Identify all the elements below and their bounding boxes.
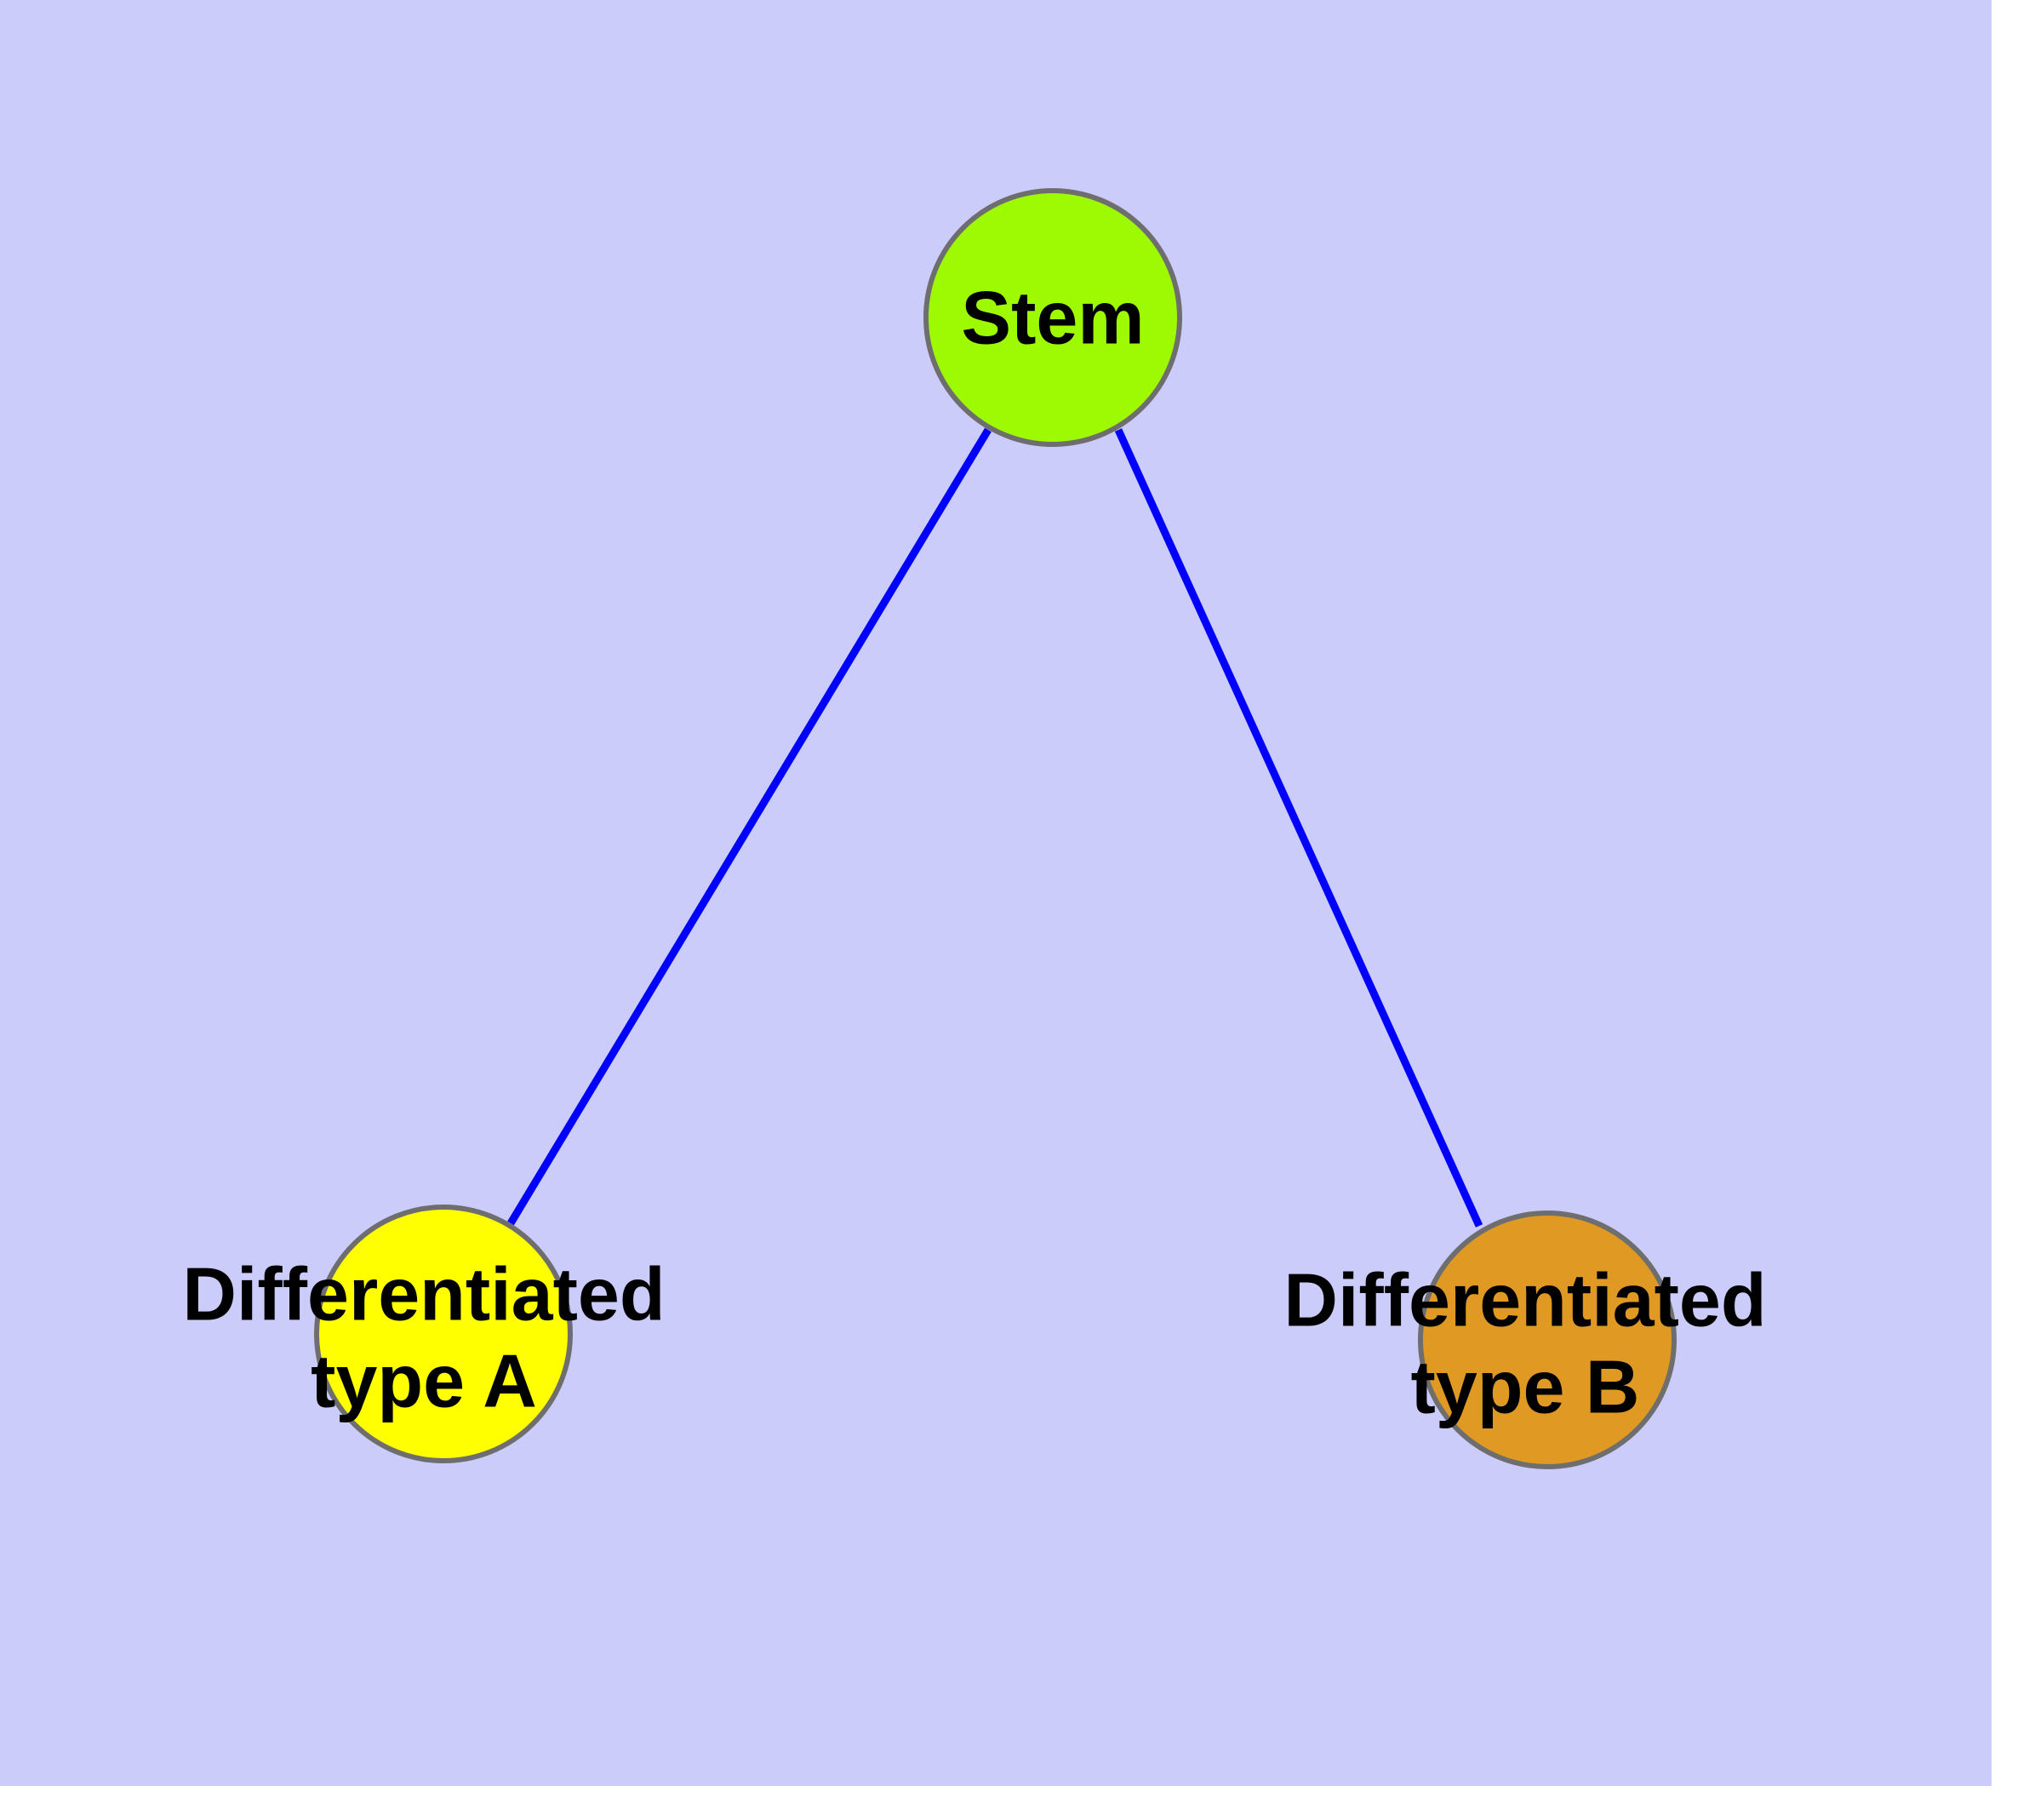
node-differentiated-type-a-label-line2: type A — [311, 1339, 537, 1423]
node-differentiated-type-a-circle[interactable] — [314, 1205, 573, 1463]
node-layer: Stem Differentiated type A Differentiate… — [182, 188, 1767, 1469]
node-stem-label: Stem — [961, 276, 1144, 360]
node-differentiated-type-b-label-line1: Differentiated — [1283, 1258, 1766, 1342]
node-differentiated-type-a[interactable]: Differentiated type A — [182, 1205, 666, 1463]
edge-stem-to-differentiated-type-b[interactable] — [1114, 428, 1483, 1228]
node-stem-circle[interactable] — [923, 188, 1182, 447]
node-differentiated-type-a-label-line1: Differentiated — [182, 1252, 665, 1336]
edge-layer — [507, 427, 1483, 1228]
node-differentiated-type-b-circle[interactable] — [1418, 1210, 1677, 1469]
node-stem[interactable]: Stem — [923, 188, 1182, 447]
node-differentiated-type-b[interactable]: Differentiated type B — [1283, 1210, 1767, 1469]
edge-stem-to-differentiated-type-a[interactable] — [507, 427, 992, 1226]
node-differentiated-type-b-label-line2: type B — [1411, 1345, 1640, 1429]
